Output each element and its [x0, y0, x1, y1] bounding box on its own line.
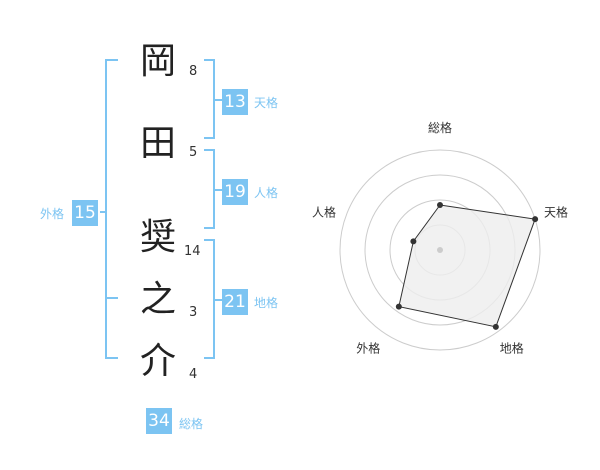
tenkaku-value: 13 — [222, 89, 248, 115]
name-char-4: 之 — [139, 279, 176, 320]
stroke-count-3: 14 — [184, 244, 201, 259]
radar-axis-label: 総格 — [428, 120, 452, 135]
radar-point — [532, 216, 539, 223]
radar-grid-ring — [339, 149, 541, 351]
jinkaku-value: 19 — [222, 179, 248, 205]
stroke-count-2: 5 — [189, 145, 198, 160]
radar-axis-label: 人格 — [312, 204, 336, 219]
radar-axis-label: 天格 — [544, 204, 568, 219]
gaikaku-value: 15 — [72, 200, 98, 226]
radar-area — [398, 204, 536, 328]
fortune-brackets — [100, 59, 222, 359]
radar-point — [492, 323, 499, 330]
radar-axis-label: 地格 — [500, 341, 524, 356]
chikaku-value: 21 — [222, 289, 248, 315]
soukaku-value: 34 — [146, 408, 172, 434]
radar-center-dot — [437, 247, 443, 253]
name-char-1: 岡 — [139, 41, 176, 82]
gaikaku-bracket — [100, 59, 118, 359]
stroke-count-4: 3 — [189, 305, 198, 320]
radar-point — [437, 202, 443, 208]
stroke-count-1: 8 — [189, 64, 198, 79]
name-char-2: 田 — [139, 123, 176, 164]
tenkaku-label: 天格 — [254, 96, 279, 110]
radar-axis-label: 外格 — [356, 341, 380, 356]
name-char-3: 奨 — [139, 217, 176, 258]
stroke-count-5: 4 — [189, 367, 198, 382]
chikaku-bracket — [204, 239, 222, 359]
gaikaku-label: 外格 — [40, 207, 65, 221]
chikaku-label: 地格 — [254, 296, 279, 310]
tenkaku-bracket — [204, 59, 222, 139]
name-char-5: 介 — [139, 341, 176, 382]
radar-point — [395, 303, 402, 310]
jinkaku-bracket — [204, 149, 222, 229]
jinkaku-label: 人格 — [254, 186, 279, 200]
radar-point — [410, 238, 417, 245]
soukaku-label: 総格 — [179, 417, 204, 431]
